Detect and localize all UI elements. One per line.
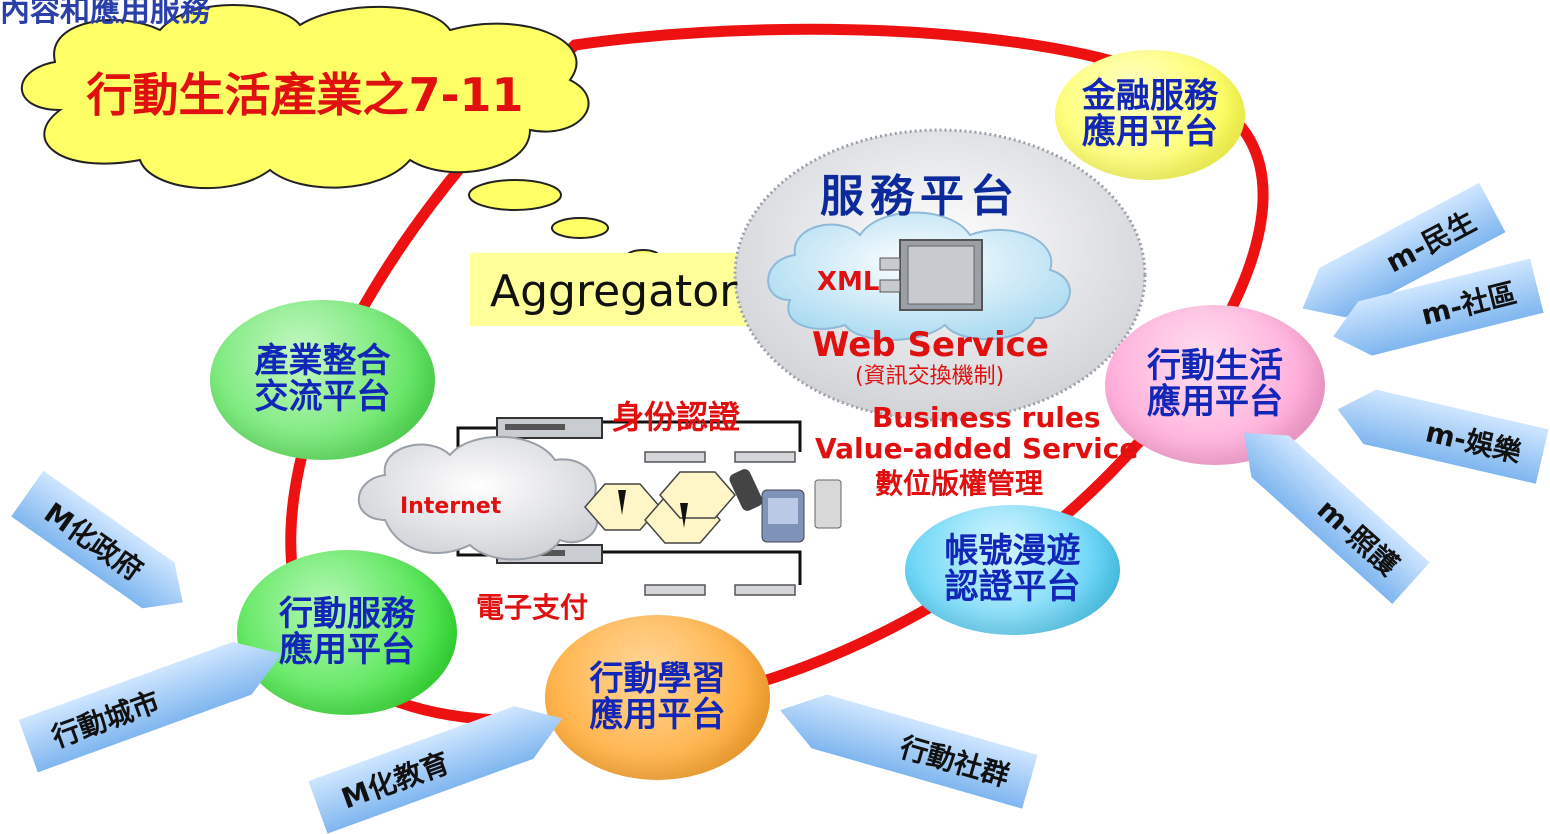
finance-platform-node: 金融服務 應用平台	[1055, 50, 1245, 180]
finance-line-2: 應用平台	[1082, 112, 1218, 152]
cloud-title-text: 行動生活產業之7-11	[86, 68, 524, 122]
life-line-1: 行動生活	[1147, 346, 1283, 387]
identity-label: 身份認證	[612, 398, 741, 436]
industry-line-1: 產業整合	[254, 341, 391, 382]
web-service-sublabel: (資訊交換機制)	[855, 364, 1005, 389]
aggregator-box	[470, 253, 755, 326]
service-line-1: 行動服務	[279, 593, 415, 634]
page-title: 內容和應用服務	[0, 0, 210, 29]
service-platform-node: 行動服務 應用平台	[237, 550, 457, 715]
diagram-canvas	[20, 4, 1269, 726]
learning-line-2: 應用平台	[589, 694, 726, 735]
learning-platform-node: 行動學習 應用平台	[545, 615, 770, 780]
roaming-platform-node: 帳號漫遊 認證平台	[905, 505, 1120, 635]
cell-tower-icons	[584, 471, 736, 544]
thought-bubble-large	[468, 179, 562, 211]
service-platform-title: 服務平台	[820, 171, 1020, 222]
switch-icons	[644, 451, 796, 596]
industry-line-2: 交流平台	[254, 377, 391, 417]
cloud-title: 行動生活產業之7-11	[65, 60, 545, 131]
thought-bubble-medium	[551, 217, 609, 239]
server-icon	[879, 239, 983, 311]
aggregator-label: Aggregator	[490, 266, 738, 317]
drm-label: 數位版權管理	[875, 467, 1044, 500]
value-added-label: Value-added Service	[815, 432, 1139, 465]
life-line-2: 應用平台	[1147, 382, 1283, 422]
yellow-cloud-shape	[20, 4, 590, 190]
internet-label: Internet	[400, 494, 502, 519]
xml-label: XML	[817, 267, 880, 297]
finance-line-1: 金融服務	[1082, 76, 1218, 117]
industry-platform-node: 產業整合 交流平台	[210, 300, 435, 460]
roaming-line-2: 認證平台	[944, 567, 1081, 607]
internet-cloud-shape	[357, 435, 599, 561]
mobile-device-icons	[729, 469, 842, 543]
roaming-line-1: 帳號漫遊	[944, 531, 1081, 572]
router-icon-top	[496, 417, 603, 439]
web-service-label: Web Service	[812, 325, 1049, 365]
business-rules-label: Business rules	[872, 401, 1101, 434]
payment-label: 電子支付	[476, 591, 589, 624]
learning-line-1: 行動學習	[589, 658, 726, 699]
service-line-2: 應用平台	[279, 629, 415, 670]
